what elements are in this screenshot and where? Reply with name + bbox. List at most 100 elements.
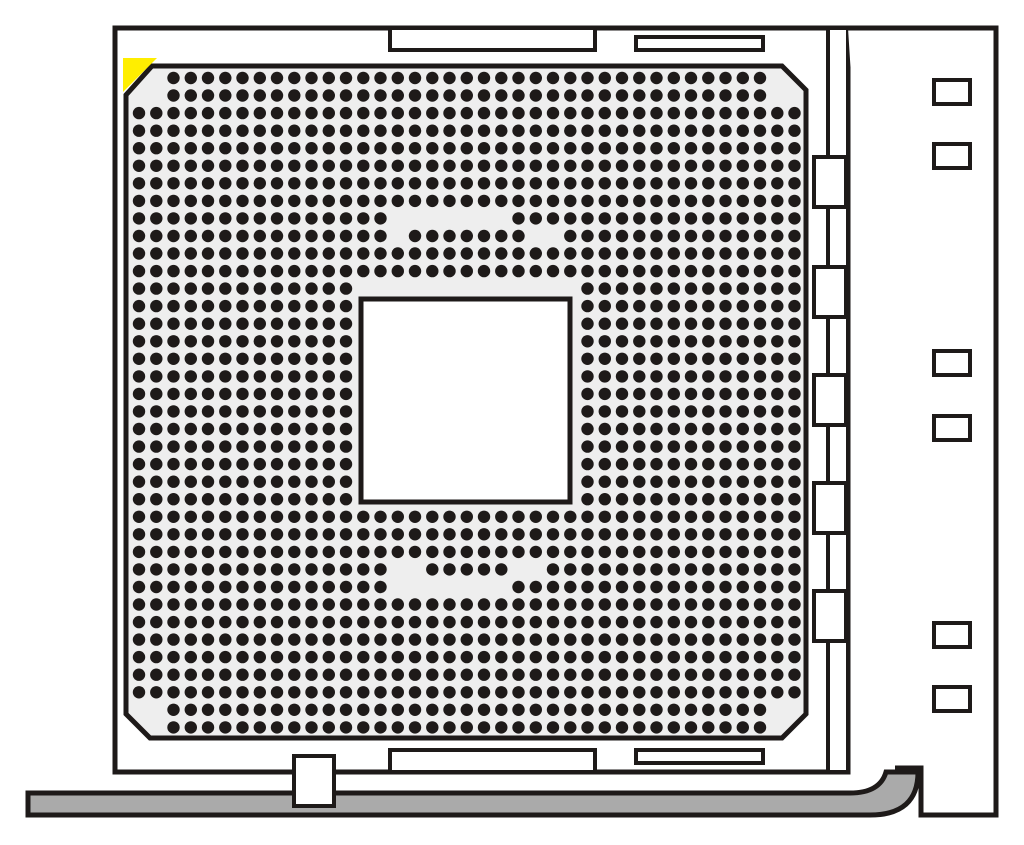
pin-contact — [702, 563, 715, 576]
pin-contact — [650, 703, 663, 716]
pin-contact — [201, 686, 215, 699]
pin-contact — [253, 493, 266, 506]
pin-contact — [546, 89, 560, 102]
pin-contact — [667, 545, 680, 559]
pin-contact — [684, 71, 698, 85]
pin-contact — [357, 721, 370, 734]
pin-contact — [253, 142, 266, 155]
pin-contact — [288, 71, 301, 85]
pin-contact — [460, 142, 473, 155]
pin-contact — [357, 106, 370, 120]
pin-contact — [667, 106, 680, 120]
pin-contact — [305, 528, 318, 541]
pin-contact — [288, 352, 301, 365]
pin-contact — [253, 633, 266, 646]
pin-contact — [253, 159, 266, 172]
pin-contact — [305, 177, 318, 190]
pin-contact — [650, 194, 663, 208]
pin-contact — [771, 457, 784, 471]
pin-contact — [288, 598, 301, 611]
pin-contact — [201, 633, 215, 646]
pin-contact — [771, 528, 784, 541]
pin-contact — [443, 177, 456, 190]
pin-contact — [633, 212, 646, 225]
pin-contact — [253, 335, 266, 348]
pin-contact — [684, 264, 698, 278]
pin-contact — [150, 440, 163, 453]
pin-contact — [184, 703, 197, 716]
pin-contact — [598, 124, 611, 137]
pin-contact — [615, 405, 629, 418]
pin-contact — [667, 563, 680, 576]
lever-latch[interactable] — [292, 754, 336, 808]
pin-contact — [702, 686, 715, 699]
pin-contact — [460, 703, 473, 716]
pin-contact — [150, 510, 163, 523]
pin-contact — [650, 212, 663, 225]
pin-contact — [581, 142, 594, 155]
pin-contact — [201, 650, 215, 664]
pin-contact — [702, 335, 715, 348]
pin-contact — [719, 545, 732, 559]
pin-contact — [219, 563, 232, 576]
pin-contact — [667, 247, 680, 260]
pin-contact — [684, 475, 698, 488]
pin-contact — [684, 598, 698, 611]
pin-contact — [598, 668, 611, 681]
pin-contact — [650, 247, 663, 260]
pin-contact — [633, 668, 646, 681]
pin-contact — [408, 545, 422, 559]
pin-contact — [495, 229, 508, 243]
pin-contact — [615, 124, 629, 137]
pin-contact — [201, 142, 215, 155]
pin-contact — [633, 598, 646, 611]
pin-contact — [167, 650, 180, 664]
pin-contact — [219, 352, 232, 365]
pin-contact — [150, 475, 163, 488]
pin-contact — [408, 633, 422, 646]
pin-contact — [460, 159, 473, 172]
pin-contact — [615, 493, 629, 506]
pin-contact — [702, 142, 715, 155]
socket-lever[interactable] — [25, 769, 921, 818]
pin-contact — [702, 106, 715, 120]
pin-contact — [167, 159, 180, 172]
pin-contact — [719, 703, 732, 716]
pin-contact — [426, 721, 439, 734]
pin-contact — [201, 212, 215, 225]
pin-contact — [736, 510, 749, 523]
pin-contact — [771, 299, 784, 313]
pin-contact — [667, 422, 680, 436]
pin-contact — [132, 633, 146, 646]
pin-contact — [581, 686, 594, 699]
pin-contact — [529, 194, 542, 208]
pin-contact — [684, 457, 698, 471]
pin-contact — [305, 686, 318, 699]
pin-contact — [702, 352, 715, 365]
pin-contact — [357, 142, 370, 155]
pin-contact — [615, 229, 629, 243]
pin-contact — [322, 475, 335, 488]
pin-contact — [512, 686, 525, 699]
pin-contact — [719, 352, 732, 365]
pin-contact — [305, 440, 318, 453]
pin-contact — [753, 422, 767, 436]
pin-contact — [408, 703, 422, 716]
pin-contact — [633, 142, 646, 155]
rail-tab — [812, 155, 848, 209]
pin-contact — [167, 106, 180, 120]
pin-contact — [339, 440, 353, 453]
pin-contact — [339, 405, 353, 418]
pin-contact — [512, 89, 525, 102]
pin-contact — [426, 703, 439, 716]
pin-contact — [633, 580, 646, 594]
pin-contact — [391, 686, 404, 699]
pin-contact — [408, 124, 422, 137]
pin-contact — [736, 668, 749, 681]
pin-contact — [408, 668, 422, 681]
pin-contact — [219, 247, 232, 260]
pin-contact — [408, 598, 422, 611]
pin-contact — [167, 405, 180, 418]
pin-contact — [391, 71, 404, 85]
pin-contact — [374, 703, 387, 716]
